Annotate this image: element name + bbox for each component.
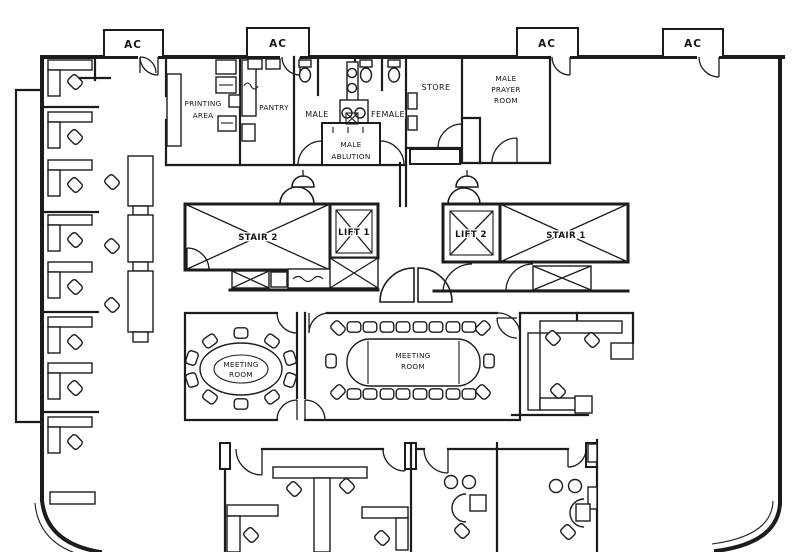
chair-icon — [452, 521, 472, 541]
printing-area-room: PRINTING AREA — [164, 55, 408, 167]
pantry-label: PANTRY — [259, 103, 289, 112]
chair-icon — [200, 388, 220, 406]
male-toilet-label: MALE — [305, 110, 329, 119]
meeting-room-left-label-2: ROOM — [229, 370, 253, 379]
ac-unit-box — [516, 27, 579, 58]
chair-icon — [262, 332, 282, 350]
stair1-label: STAIR 1 — [546, 231, 586, 241]
lift-1: LIFT 1 — [328, 202, 380, 260]
chair-icon — [282, 371, 298, 389]
ac-unit-box — [246, 27, 310, 58]
chair-icon — [282, 349, 298, 367]
ac-label: AC — [124, 39, 142, 51]
stair2-label: STAIR 2 — [238, 233, 278, 243]
left-fin-wall — [14, 88, 44, 424]
chair-icon — [372, 528, 392, 548]
left-workstation-area — [40, 55, 157, 505]
chair-icon — [262, 388, 282, 406]
service-boxes — [228, 257, 380, 292]
bottom-offices — [219, 438, 599, 552]
wc-fixtures — [298, 59, 401, 83]
ac-label: AC — [538, 38, 556, 50]
male-ablution-room: MALE ABLUTION — [321, 112, 381, 166]
store-room: STORE — [404, 82, 464, 165]
chair-icon — [284, 479, 304, 499]
female-toilet-label: FEMALE — [371, 110, 405, 119]
office-round-table — [443, 474, 487, 541]
ac-unit-box — [662, 28, 724, 58]
ac-units: AC AC AC AC — [103, 27, 724, 78]
ablution-label-2: ABLUTION — [331, 152, 370, 161]
chair-icon — [233, 398, 249, 410]
chair-icon — [65, 277, 85, 297]
chair-icon — [65, 127, 85, 147]
prayer-room-label-2: PRAYER — [491, 85, 521, 94]
core-block: STAIR 2 LIFT 1 L — [183, 202, 630, 303]
chair-icon — [65, 72, 85, 92]
printing-area-label-2: AREA — [193, 111, 214, 120]
chair-icon — [337, 476, 357, 496]
lift-2: LIFT 2 — [441, 202, 502, 264]
ac-label: AC — [684, 38, 702, 50]
ablution-label-1: MALE — [340, 140, 361, 149]
meeting-room-left-label-1: MEETING — [223, 360, 258, 369]
lift1-label: LIFT 1 — [338, 228, 370, 238]
chair-icon — [65, 230, 85, 250]
chair-icon — [102, 236, 122, 256]
pantry-room: PANTRY — [241, 55, 296, 167]
office-round-table — [548, 478, 591, 542]
chair-icon — [102, 295, 122, 315]
printing-area-label-1: PRINTING — [184, 99, 221, 108]
toilet-block: MALE FEMALE MALE ABLUTION — [297, 55, 408, 208]
meeting-room-left: MEETING ROOM — [183, 311, 326, 422]
male-prayer-room: MALE PRAYER ROOM — [460, 55, 552, 165]
chair-icon — [65, 175, 85, 195]
chair-icon — [65, 432, 85, 452]
lobby-doors — [279, 161, 481, 208]
ac-label: AC — [269, 38, 287, 50]
chair-icon — [200, 332, 220, 350]
meeting-room-right-label-2: ROOM — [401, 362, 425, 371]
office-right-of-meeting — [497, 311, 635, 417]
ac-unit-box — [103, 29, 164, 58]
lift2-label: LIFT 2 — [455, 230, 487, 240]
chair-icon — [65, 332, 85, 352]
chair-icon — [184, 349, 200, 367]
store-label: STORE — [422, 83, 451, 92]
chair-icon — [65, 378, 85, 398]
meeting-room-right: MEETING ROOM — [303, 311, 522, 422]
chair-icon — [233, 327, 249, 339]
chair-icon — [102, 172, 122, 192]
chair-icon — [241, 525, 261, 545]
cabinet-run — [127, 155, 154, 343]
meeting-room-right-label-1: MEETING — [395, 351, 430, 360]
chair-icon — [184, 371, 200, 389]
wall-desks — [47, 59, 96, 505]
stair-2: STAIR 2 — [183, 202, 332, 272]
task-chairs — [102, 172, 122, 315]
prayer-room-label-3: ROOM — [494, 96, 518, 105]
chair-icon — [582, 330, 602, 350]
stair-1: STAIR 1 — [498, 202, 630, 291]
prayer-room-label-1: MALE — [495, 74, 516, 83]
chair-icon — [558, 522, 578, 542]
chair-icon — [548, 381, 568, 401]
double-swing-door — [379, 267, 453, 303]
